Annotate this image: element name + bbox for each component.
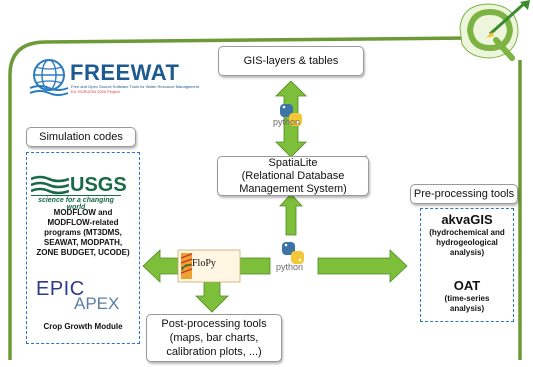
freewat-subtitle: Free and Open Source Software Tools for … <box>71 84 200 89</box>
akvagis-desc-line-1: (hydrochemical and <box>429 228 505 237</box>
crop-growth-label: Crop Growth Module <box>43 322 123 331</box>
akvagis-desc-line-2: hydrogeological <box>436 238 498 247</box>
python-logo-icon-top <box>280 104 302 126</box>
usgs-wave-icon <box>31 175 69 195</box>
modflow-line-1: MODFLOW and <box>53 208 113 217</box>
qgis-logo-icon <box>459 0 530 61</box>
modflow-programs: MODFLOW and MODFLOW-related programs (MT… <box>28 208 138 258</box>
flopy-logo-icon <box>177 249 241 283</box>
oat-description: (time-series analysis) <box>420 294 514 314</box>
outer-frame <box>8 36 471 360</box>
freewat-project: EU HORIZON 2020 Project <box>71 89 120 94</box>
spatialite-python-arrow <box>279 193 303 236</box>
simulation-codes-label: Simulation codes <box>39 131 123 143</box>
python-label-top: python <box>273 117 301 127</box>
preprocessing-panel <box>420 208 514 322</box>
simulation-codes-box: Simulation codes <box>26 127 136 147</box>
spatialite-line-3: Management System) <box>239 182 347 195</box>
postprocessing-box: Post-processing tools (maps, bar charts,… <box>146 314 282 362</box>
spatialite-line-1: SpatiaLite <box>268 156 318 169</box>
postprocessing-line-2: (maps, bar charts, <box>169 332 259 344</box>
postprocessing-line-1: Post-processing tools <box>161 318 267 330</box>
gis-layers-box: GIS-layers & tables <box>218 46 364 76</box>
preprocessing-label: Pre-processing tools <box>413 188 515 200</box>
oat-desc-line-1: (time-series <box>444 294 490 303</box>
modflow-line-3: programs (MT3DMS, <box>44 228 122 237</box>
akvagis-title: akvaGIS <box>441 212 493 227</box>
freewat-title: FREEWAT <box>70 60 180 85</box>
python-logo-icon-hub <box>282 242 304 264</box>
usgs-underline <box>31 195 121 196</box>
gis-layers-label: GIS-layers & tables <box>243 55 339 67</box>
akvagis-desc-line-3: analysis) <box>449 248 485 257</box>
spatialite-line-2: (Relational Database <box>241 169 345 182</box>
python-preprocessing-arrow <box>317 249 408 283</box>
flopy-label: FloPy <box>192 258 216 269</box>
postprocessing-line-3: calibration plots, ...) <box>166 346 262 358</box>
akvagis-description: (hydrochemical and hydrogeological analy… <box>420 228 514 258</box>
modflow-line-2: MODFLOW-related <box>47 218 119 227</box>
flopy-postprocessing-arrow <box>195 281 229 313</box>
spatialite-box: SpatiaLite (Relational Database Manageme… <box>217 156 369 196</box>
usgs-tagline: science for a changing world <box>38 197 114 211</box>
oat-desc-line-2: analysis) <box>449 304 485 313</box>
freewat-globe-icon <box>29 59 69 96</box>
modflow-line-4: SEAWAT, MODPATH, <box>43 238 123 247</box>
oat-title: OAT <box>453 278 481 293</box>
preprocessing-box: Pre-processing tools <box>410 184 518 204</box>
usgs-logo: USGS <box>70 174 127 196</box>
modflow-line-5: ZONE BUDGET, UCODE) <box>36 248 130 257</box>
epic-logo: EPIC <box>36 278 85 300</box>
apex-logo: APEX <box>74 294 120 313</box>
python-label-hub: python <box>276 262 304 272</box>
python-simulation-arrow <box>142 249 271 283</box>
